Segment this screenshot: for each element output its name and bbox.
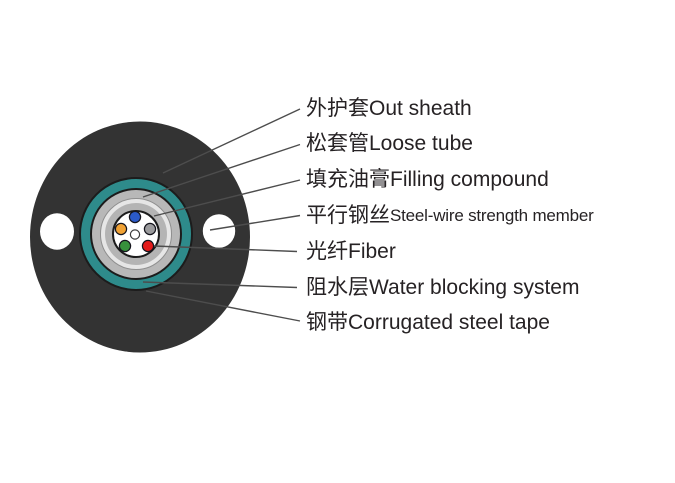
leader-steel-tape: [145, 290, 301, 322]
leader-out-sheath: [162, 108, 301, 174]
label-fiber-en: Fiber: [348, 239, 396, 263]
label-loose-tube-zh: 松套管: [306, 132, 369, 155]
label-water-blocking-en: Water blocking system: [369, 275, 580, 299]
leader-water-blocking: [142, 281, 298, 289]
leader-filling: [153, 179, 301, 217]
label-water-blocking-zh: 阻水层: [306, 275, 369, 299]
fiber-white-center: [129, 229, 141, 240]
leader-steel-wire: [209, 214, 301, 231]
label-out-sheath-en: Out sheath: [369, 96, 472, 120]
label-filling-compound-zh: 填充油膏: [306, 167, 390, 191]
label-steel-tape-zh: 钢带: [306, 310, 348, 334]
fiber-gray: [143, 222, 157, 236]
label-steel-wire-zh: 平行钢丝: [306, 203, 390, 227]
fiber-blue: [128, 210, 142, 224]
label-filling-compound-en: Filling compound: [390, 167, 549, 191]
leader-fiber: [153, 245, 298, 253]
label-loose-tube-en: Loose tube: [369, 132, 473, 155]
label-steel-wire-en: Steel-wire strength member: [390, 205, 594, 225]
steel-wire-hole-left: [40, 213, 74, 250]
label-out-sheath-zh: 外护套: [306, 96, 369, 120]
label-steel-tape-en: Corrugated steel tape: [348, 310, 550, 334]
fiber-red: [141, 239, 155, 253]
steel-wire-hole-right: [202, 214, 236, 248]
fiber-orange: [114, 222, 128, 236]
fiber-green: [118, 239, 132, 253]
label-fiber-zh: 光纤: [306, 239, 348, 263]
leader-loose-tube: [142, 143, 301, 198]
leader-lines: [142, 108, 301, 322]
